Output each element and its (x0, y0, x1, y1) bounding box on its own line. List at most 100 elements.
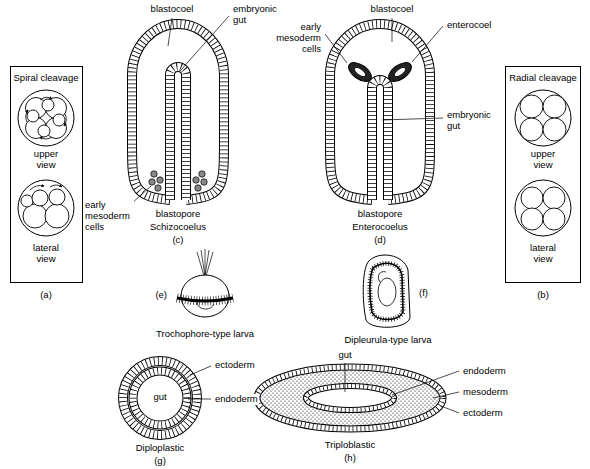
schizocoel-embryo (195, 185, 201, 191)
diploblastic-section (133, 371, 187, 425)
spiral-cleavage-drawing (64, 114, 66, 126)
part-label: early mesoderm cells (272, 22, 322, 55)
enterocoel-embryo (372, 80, 388, 200)
spiral-cleavage-drawing (53, 114, 65, 126)
part-label: blastopore (357, 209, 403, 220)
caption: Diploplastic (135, 443, 186, 454)
trochophore-larva (181, 275, 229, 317)
spiral-cleavage-drawing (18, 180, 74, 236)
panel-letter: (g) (153, 456, 167, 467)
triploblastic-section (306, 386, 394, 410)
trochophore-larva (177, 298, 233, 301)
enterocoel-embryo (330, 24, 430, 200)
diploblastic-section (133, 371, 187, 425)
view-label: lateral view (523, 243, 563, 265)
spiral-cleavage-drawing (45, 204, 69, 228)
spiral-cleavage-drawing (26, 110, 28, 122)
part-label: early mesoderm cells (84, 200, 134, 233)
enterocoel-embryo (330, 24, 430, 200)
dipleurula-larva (378, 278, 396, 306)
radial-cleavage-drawing (515, 90, 571, 146)
schizocoel-embryo (170, 67, 186, 200)
panel-letter: (c) (171, 235, 184, 246)
cleavage-box: Radial cleavage upper view lateral view (505, 66, 581, 283)
part-label: mesoderm (462, 387, 509, 398)
radial-cleavage-drawing (543, 187, 565, 209)
radial-cleavage-drawing (515, 90, 571, 236)
schizocoel-embryo (132, 24, 224, 200)
enterocoel-embryo (330, 24, 430, 200)
triploblastic-section (257, 367, 443, 429)
panel-letter: (e) (154, 290, 168, 301)
triploblastic-section (306, 386, 394, 410)
schizocoel-embryo (201, 179, 207, 185)
leader-lines (180, 16, 229, 71)
dipleurula-larva (370, 263, 403, 319)
diploblastic-section (133, 371, 187, 425)
schizocoel-embryo (151, 171, 157, 177)
leader-lines (190, 366, 211, 375)
part-label: gut (337, 350, 352, 361)
part-label: ectoderm (214, 360, 256, 371)
schizocoel-embryo (170, 67, 186, 200)
spiral-cleavage-drawing (49, 189, 65, 205)
spiral-cleavage-drawing (21, 195, 33, 207)
enterocoel-embryo (372, 80, 388, 200)
spiral-cleavage-drawing (18, 90, 74, 236)
radial-cleavage-drawing (543, 208, 565, 230)
trochophore-larva (206, 252, 213, 276)
part-label: blastocoel (150, 4, 195, 15)
enterocoel-embryo (330, 24, 430, 200)
triploblastic-section (257, 367, 443, 429)
schizocoel-embryo (193, 177, 199, 183)
diploblastic-section (123, 361, 197, 435)
spiral-cleavage-drawing (42, 99, 54, 111)
part-label: endoderm (214, 394, 259, 405)
view-label: lateral view (26, 243, 66, 265)
part-label: embryonic gut (446, 110, 496, 132)
trochophore-larva (177, 249, 233, 317)
caption: Triploblastic (324, 440, 376, 451)
triploblastic-section (257, 367, 443, 429)
diploblastic-section (123, 361, 197, 435)
schizocoel-embryo (170, 67, 186, 200)
schizocoel-embryo (132, 24, 224, 200)
spiral-cleavage-drawing (27, 110, 39, 122)
leader-lines (325, 34, 347, 63)
panel-letter: (d) (373, 235, 387, 246)
caption: Enterocoelus (351, 222, 408, 233)
radial-cleavage-drawing (543, 118, 566, 141)
spiral-cleavage-drawing (38, 125, 50, 137)
dipleurula-larva (363, 255, 410, 327)
schizocoel-embryo (199, 171, 205, 177)
panel-letter: (a) (39, 290, 53, 301)
view-label: upper view (523, 149, 563, 171)
caption: Dipleurula-type larva (343, 335, 432, 346)
schizocoel-embryo (149, 179, 155, 185)
enterocoel-embryo (372, 80, 388, 200)
leader-lines (392, 18, 393, 42)
enterocoel-embryo (354, 67, 367, 78)
part-label: blastocoel (370, 4, 415, 15)
panel-heading: Radial cleavage (509, 73, 577, 84)
spiral-cleavage-drawing (32, 190, 48, 206)
part-label: gut (152, 392, 167, 403)
spiral-cleavage-drawing (40, 137, 52, 139)
part-label: ectoderm (462, 408, 504, 419)
dipleurula-larva (370, 263, 403, 319)
part-label: enterocoel (446, 20, 492, 31)
schizocoel-embryo (132, 24, 224, 200)
part-label: endoderm (462, 366, 507, 377)
diploblastic-section (123, 361, 197, 435)
leader-lines (131, 16, 459, 413)
panel-letter: (f) (418, 288, 429, 299)
spiral-cleavage-drawing (50, 185, 62, 187)
diploblastic-section (123, 361, 197, 435)
part-label: blastopore (155, 209, 201, 220)
caption: Schizocoelus (149, 222, 207, 233)
schizocoel-embryo (132, 24, 224, 200)
cleavage-box: Spiral cleavageupper viewlateral view (10, 66, 83, 283)
